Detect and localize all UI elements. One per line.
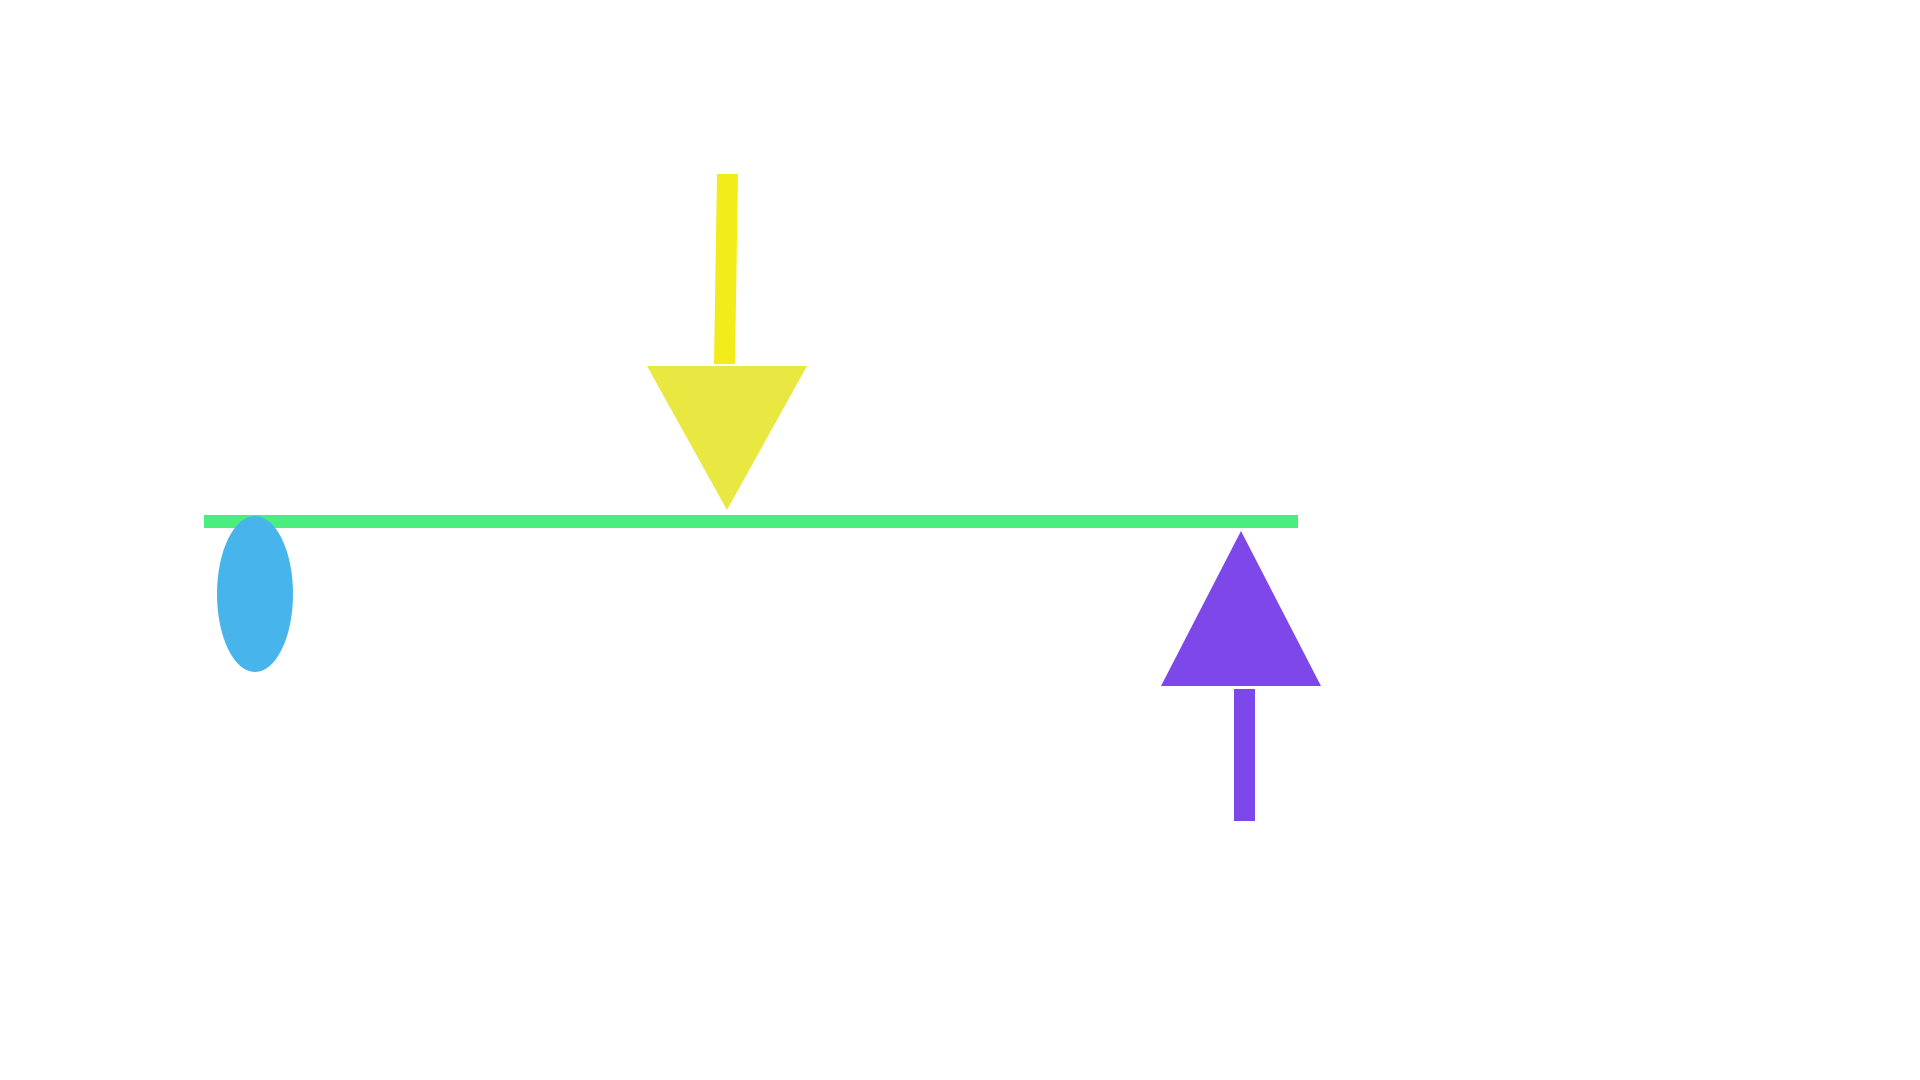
reaction-force-arrowhead	[1161, 531, 1321, 686]
applied-load-shaft	[714, 174, 738, 364]
beam	[204, 515, 1298, 528]
reaction-force-arrow	[1161, 531, 1321, 821]
applied-load-arrowhead	[647, 366, 807, 510]
roller-support	[217, 516, 293, 672]
applied-load-arrow	[647, 174, 807, 510]
reaction-force-shaft	[1234, 689, 1255, 821]
